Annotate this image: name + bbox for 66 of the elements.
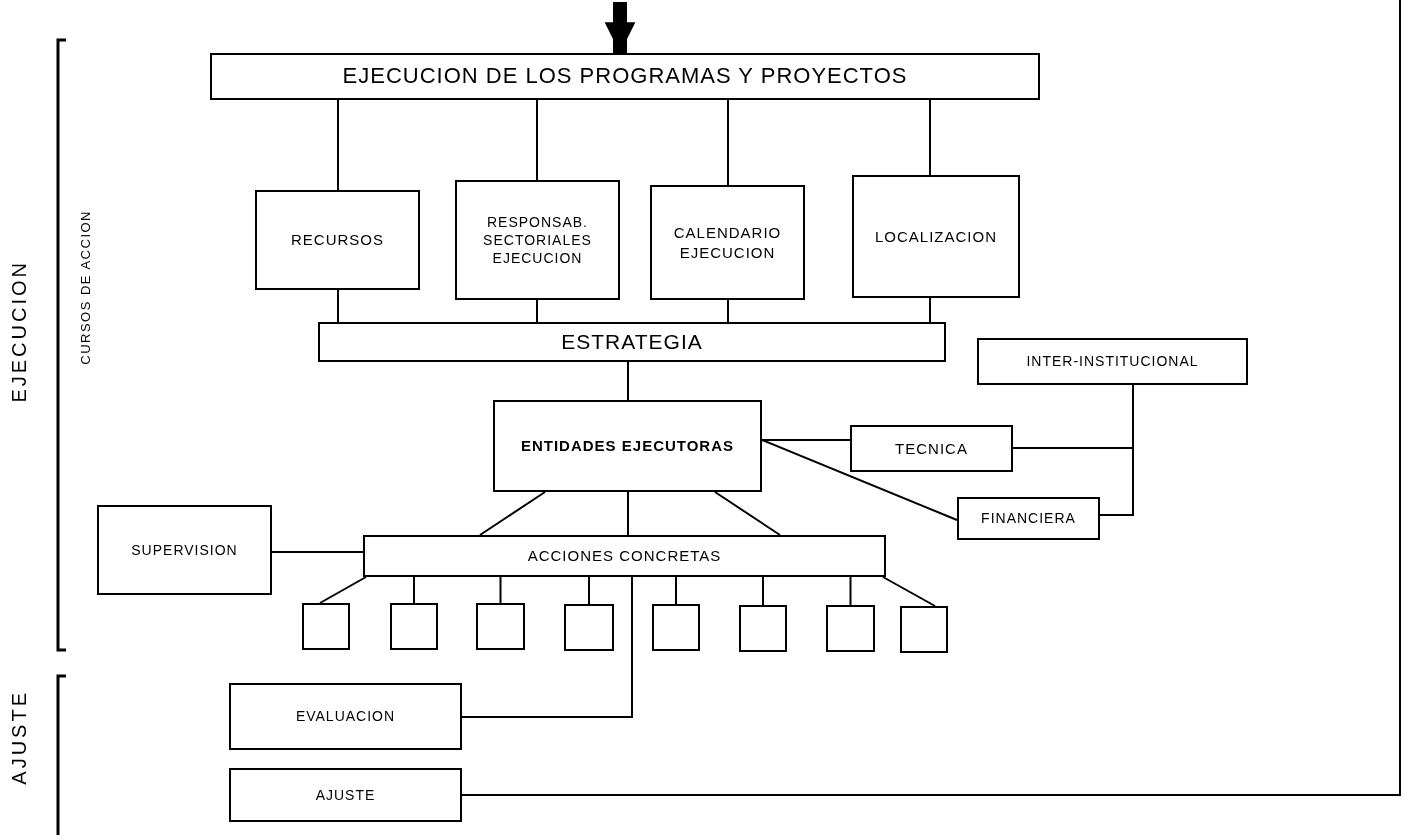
process-box — [255, 190, 420, 290]
box-label: ACCIONES CONCRETAS — [527, 546, 722, 566]
connector-line — [714, 491, 781, 536]
connector-line — [929, 297, 931, 323]
empty-box — [302, 603, 350, 650]
connector-line — [479, 491, 546, 536]
connector-line — [337, 99, 339, 191]
connector-line — [499, 576, 502, 604]
box-label: RECURSOS — [291, 230, 384, 250]
connector-line — [627, 361, 629, 401]
connector-line — [588, 576, 590, 605]
connector-line — [727, 299, 729, 323]
box-label: AJUSTE — [315, 785, 376, 805]
process-box — [455, 180, 620, 300]
process-box — [97, 505, 272, 595]
process-box — [229, 683, 462, 750]
empty-box — [739, 605, 787, 652]
connector-line — [337, 289, 339, 323]
connector-line — [627, 491, 629, 536]
connector-line — [461, 0, 1401, 796]
process-box — [850, 425, 1013, 472]
process-box — [977, 338, 1248, 385]
process-box — [363, 535, 886, 577]
connector-line — [762, 576, 764, 606]
vertical-label: CURSOS DE ACCION — [78, 210, 93, 365]
connector-line — [849, 576, 852, 606]
box-label: ESTRATEGIA — [561, 329, 703, 356]
connector-line — [727, 99, 729, 186]
connector-line — [675, 576, 677, 605]
empty-box — [476, 603, 525, 650]
box-label: EJECUCION DE LOS PROGRAMAS Y PROYECTOS — [342, 62, 908, 91]
process-box — [493, 400, 762, 492]
connector-line — [882, 576, 936, 607]
connector-line — [271, 551, 364, 553]
process-box — [650, 185, 805, 300]
process-box — [852, 175, 1020, 298]
box-label: ENTIDADES EJECUTORAS — [520, 436, 735, 456]
box-label: CALENDARIO EJECUCION — [672, 223, 783, 262]
connector-line — [536, 299, 538, 323]
empty-box — [390, 603, 438, 650]
process-box — [229, 768, 462, 822]
box-label: SUPERVISION — [131, 540, 238, 560]
empty-box — [652, 604, 700, 651]
box-label: RESPONSAB. SECTORIALES EJECUCION — [482, 212, 593, 268]
connector-line — [761, 439, 958, 521]
empty-box — [564, 604, 614, 651]
box-label: INTER-INSTITUCIONAL — [1026, 352, 1199, 371]
box-label: TECNICA — [895, 438, 968, 459]
connector-line — [929, 99, 931, 176]
arrow — [604, 2, 636, 53]
box-label: FINANCIERA — [981, 509, 1076, 528]
vertical-label: EJECUCION — [8, 260, 31, 403]
connector-line — [461, 576, 633, 718]
box-label: EVALUACION — [295, 707, 396, 726]
process-box — [318, 322, 946, 362]
connector-line — [536, 99, 538, 181]
process-box — [957, 497, 1100, 540]
vertical-label: AJUSTE — [8, 690, 31, 785]
empty-box — [826, 605, 875, 652]
connector-line — [319, 576, 367, 604]
connector-line — [761, 439, 851, 441]
connector-line — [413, 576, 415, 604]
empty-box — [900, 606, 948, 653]
process-box — [210, 53, 1040, 100]
box-label: LOCALIZACION — [875, 226, 997, 247]
connector-line — [1099, 384, 1134, 516]
